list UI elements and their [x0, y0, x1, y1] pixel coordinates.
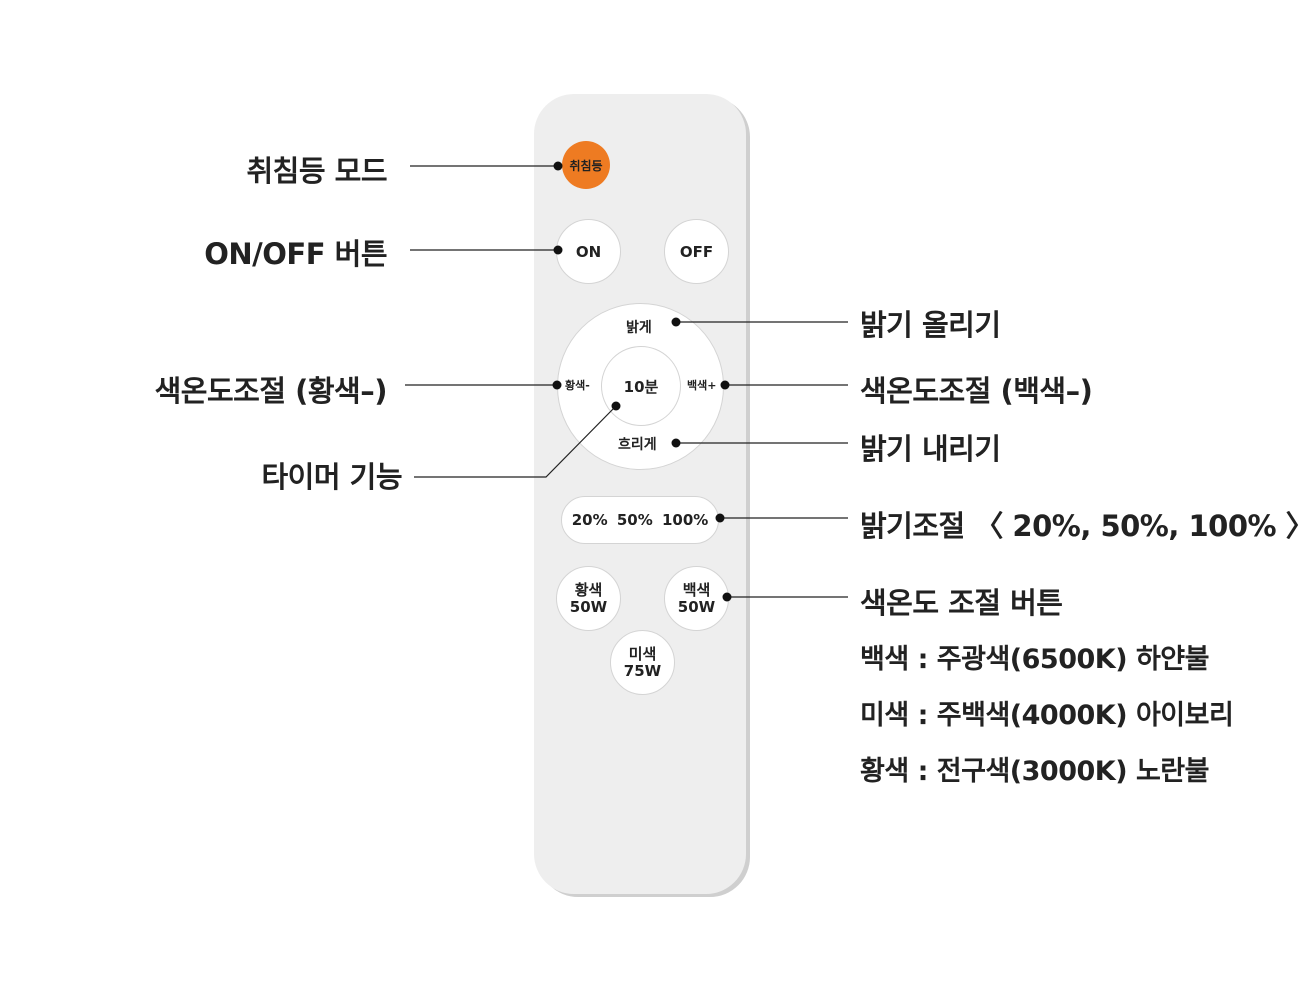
natural-75w-button[interactable]: 미색 75W: [610, 630, 675, 695]
white-label: 색온도조절 (백색–): [860, 374, 1093, 408]
sleep-mode-label: 취침등 모드: [246, 154, 388, 188]
white-50w-button[interactable]: 백색 50W: [664, 566, 729, 631]
on-button[interactable]: ON: [556, 219, 621, 284]
callout-lines: [405, 161, 848, 602]
sleep-button[interactable]: 취침등: [562, 141, 610, 189]
bright-down-button[interactable]: 흐리게: [618, 437, 657, 453]
bright-up-button[interactable]: 밝게: [626, 320, 652, 336]
bright-up-label: 밝기 올리기: [860, 308, 1001, 342]
yellow-button-line2: 50W: [569, 597, 608, 616]
bright-down-label: 밝기 내리기: [860, 432, 1001, 466]
color-buttons-label: 색온도 조절 버튼: [860, 586, 1063, 620]
natural-button-line1: 미색: [628, 644, 657, 663]
yellow-desc: 황색 : 전구색(3000K) 노란불: [860, 756, 1209, 787]
timer-label: 타이머 기능: [261, 460, 403, 494]
timer-callout-line: [414, 405, 617, 478]
white-plus-button[interactable]: 백색+: [687, 379, 717, 392]
brightness-level-button[interactable]: 20% 50% 100%: [561, 496, 719, 544]
white-button-line1: 백색: [682, 580, 711, 599]
off-button[interactable]: OFF: [664, 219, 729, 284]
levels-label: 밝기조절 〈 20%, 50%, 100% 〉: [860, 509, 1314, 543]
white-desc: 백색 : 주광색(6500K) 하얀불: [860, 644, 1209, 675]
yellow-button-line1: 황색: [574, 580, 603, 599]
natural-desc: 미색 : 주백색(4000K) 아이보리: [860, 700, 1234, 731]
white-button-line2: 50W: [677, 597, 716, 616]
warm-label: 색온도조절 (황색–): [154, 374, 388, 408]
timer-button[interactable]: 10분: [601, 346, 681, 426]
warm-minus-button[interactable]: 황색-: [565, 379, 590, 392]
yellow-50w-button[interactable]: 황색 50W: [556, 566, 621, 631]
natural-button-line2: 75W: [623, 661, 662, 680]
onoff-label: ON/OFF 버튼: [204, 237, 387, 271]
